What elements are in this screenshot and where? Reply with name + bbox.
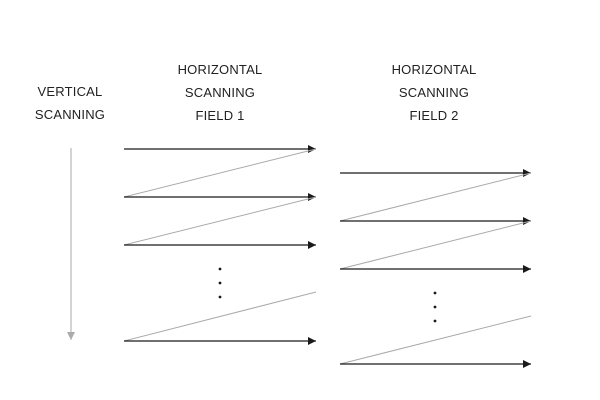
- field-2-scan-group: [339, 169, 532, 368]
- field-1-vertical-ellipsis-icon: [218, 267, 222, 299]
- field-2-retrace-line-3: [339, 315, 532, 365]
- field-1-label: HORIZONTAL SCANNING FIELD 1: [160, 58, 280, 127]
- field-2-label: HORIZONTAL SCANNING FIELD 2: [374, 58, 494, 127]
- field-1-label-line-2: SCANNING: [184, 85, 256, 100]
- field-2-retrace-line-2: [339, 220, 532, 270]
- field-2-label-line-3: FIELD 2: [409, 108, 459, 123]
- field-2-retrace-line-1: [339, 172, 532, 222]
- vertical-scanning-label: VERTICAL SCANNING: [20, 80, 120, 126]
- field-1-label-line-1: HORIZONTAL: [177, 62, 263, 77]
- vertical-label-line-2: SCANNING: [34, 107, 106, 122]
- field-1-retrace-line-2: [123, 196, 317, 246]
- field-1-retrace-line-1: [123, 148, 317, 198]
- field-1-scan-group: [123, 145, 317, 345]
- vertical-label-line-1: VERTICAL: [37, 84, 103, 99]
- field-1-label-line-3: FIELD 1: [195, 108, 245, 123]
- field-2-label-line-2: SCANNING: [398, 85, 470, 100]
- field-1-retrace-line-3: [123, 291, 317, 342]
- field-2-vertical-ellipsis-icon: [433, 291, 437, 323]
- field-2-label-line-1: HORIZONTAL: [391, 62, 477, 77]
